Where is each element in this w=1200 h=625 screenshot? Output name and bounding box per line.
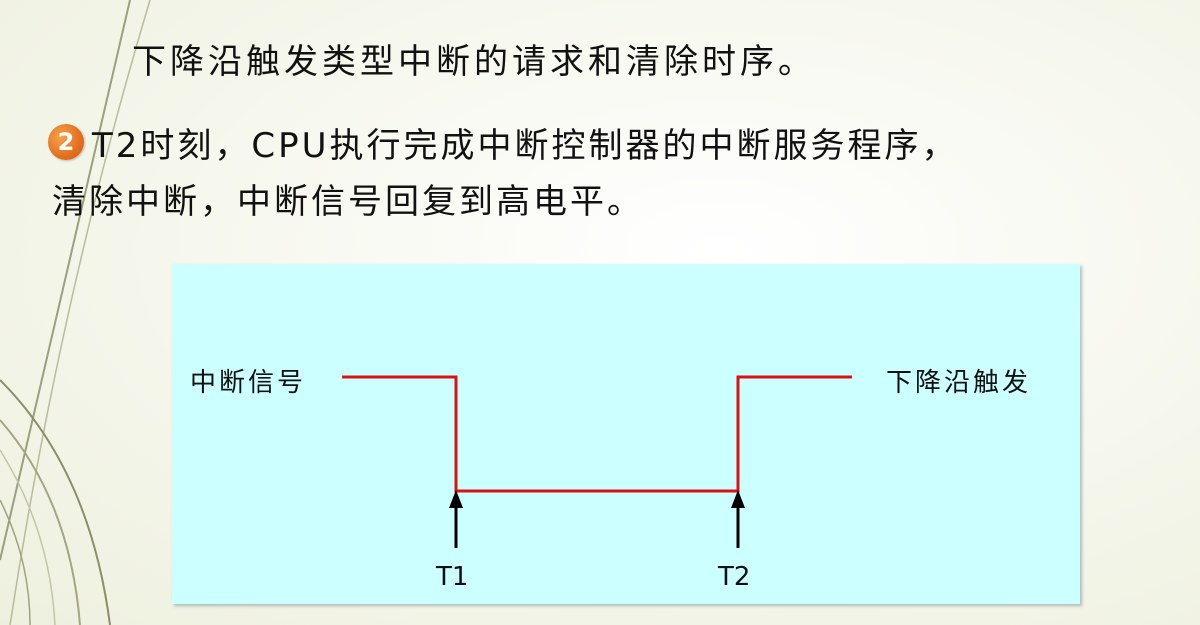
falling-edge-trigger-label: 下降沿触发 xyxy=(886,368,1032,398)
t1-arrow xyxy=(449,490,463,548)
t2-label: T2 xyxy=(718,562,751,592)
step-number-badge: 2 xyxy=(48,124,84,160)
step-text-line-2: 清除中断，中断信号回复到高电平。 xyxy=(52,182,644,222)
t1-label: T1 xyxy=(436,562,469,592)
t2-arrow xyxy=(731,490,745,548)
interrupt-signal-label: 中断信号 xyxy=(190,368,307,398)
interrupt-signal-line xyxy=(342,375,852,493)
slide-title: 下降沿触发类型中断的请求和清除时序。 xyxy=(132,42,816,82)
step-text-line-1: T2时刻，CPU执行完成中断控制器的中断服务程序， xyxy=(92,126,959,166)
timing-diagram-panel xyxy=(172,264,1080,604)
